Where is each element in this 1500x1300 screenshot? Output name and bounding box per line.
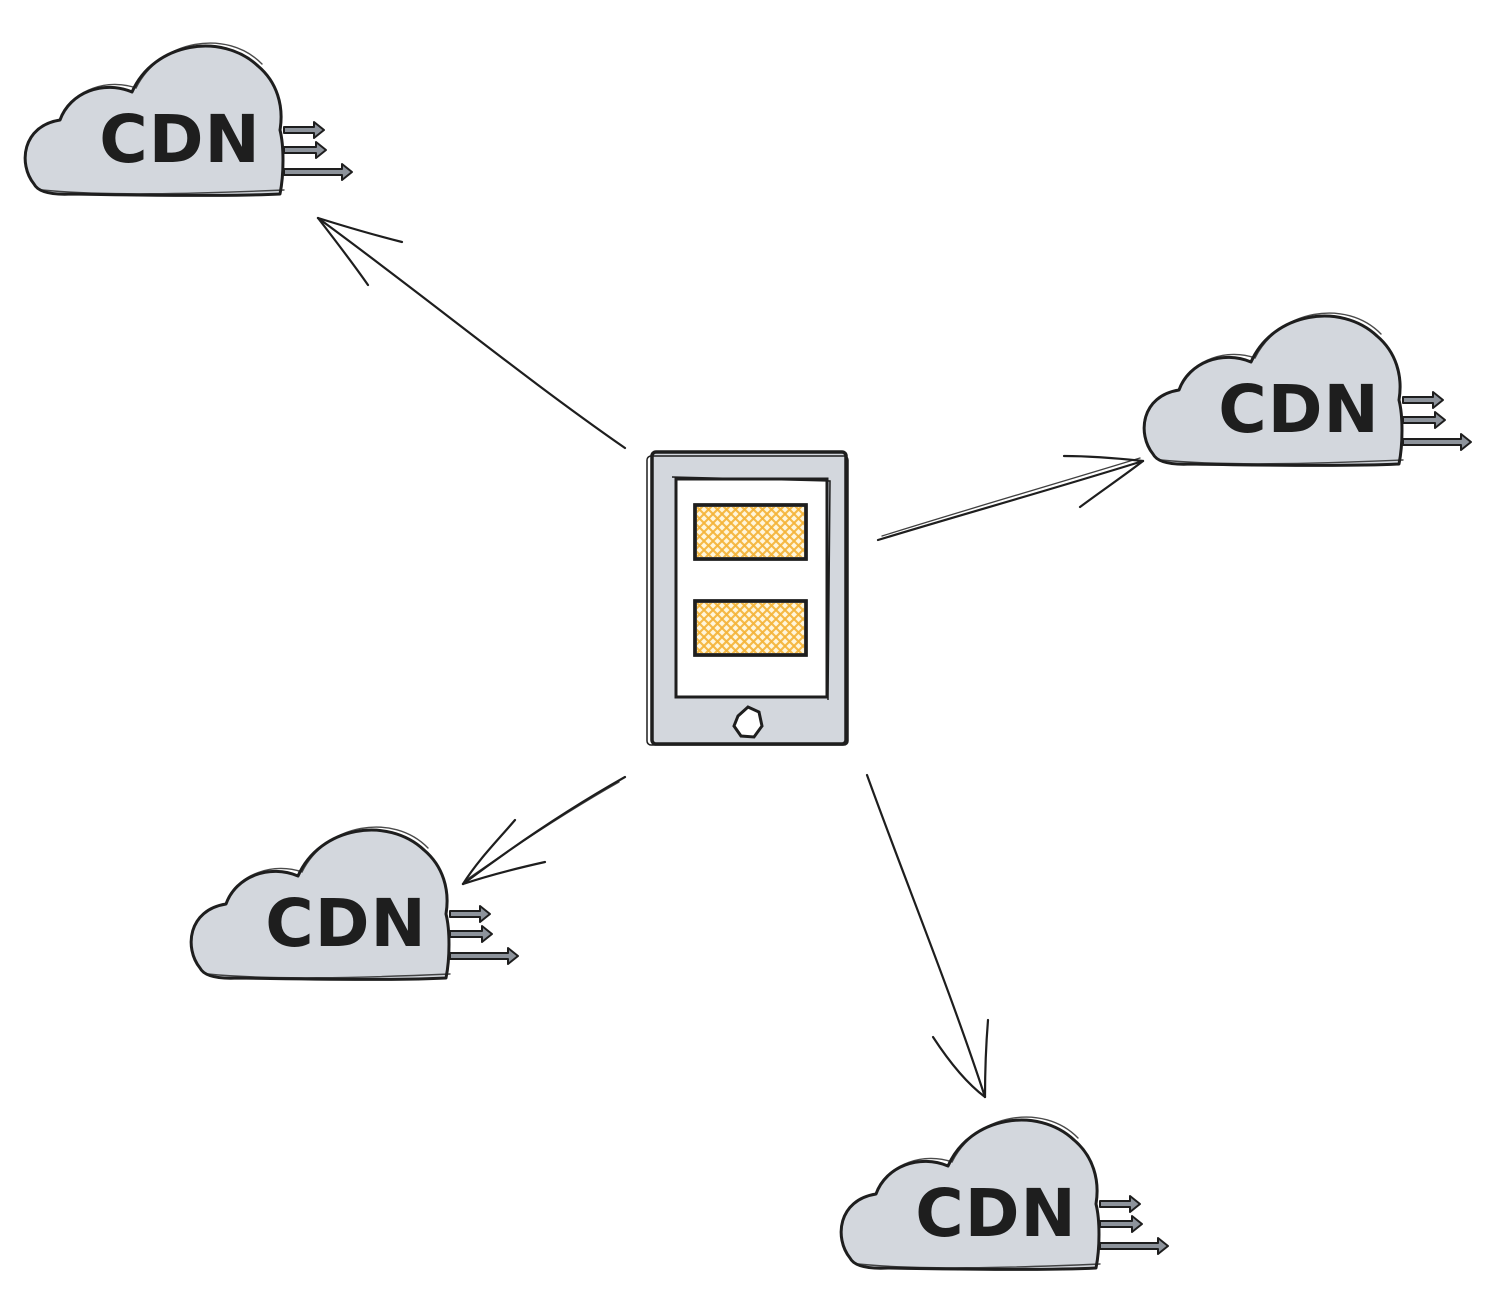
cloud-node-cdn-bottom: CDN	[839, 1116, 1169, 1271]
cdn-label: CDN	[1218, 371, 1379, 448]
arrow-device-to-cdn-right	[876, 454, 1145, 542]
cdn-label: CDN	[915, 1175, 1076, 1252]
cloud-icon	[23, 42, 353, 197]
cloud-icon	[839, 1116, 1169, 1271]
cloud-node-cdn-top-left: CDN	[23, 42, 353, 197]
data-flow-arrows-icon	[449, 905, 519, 965]
arrow-device-to-cdn-top-left	[316, 216, 627, 450]
tablet-screen-block-2	[693, 599, 808, 657]
cdn-label: CDN	[265, 885, 426, 962]
cloud-icon	[1142, 312, 1472, 467]
cdn-label: CDN	[99, 101, 260, 178]
data-flow-arrows-icon	[283, 121, 353, 181]
data-flow-arrows-icon	[1402, 391, 1472, 451]
tablet-icon	[646, 450, 849, 746]
home-button-icon	[732, 705, 764, 739]
data-flow-arrows-icon	[1099, 1195, 1169, 1255]
cloud-node-cdn-bottom-left: CDN	[189, 826, 519, 981]
tablet-screen-block-1	[693, 503, 808, 561]
arrow-device-to-cdn-bottom	[865, 773, 990, 1099]
cloud-node-cdn-right: CDN	[1142, 312, 1472, 467]
cloud-icon	[189, 826, 519, 981]
arrow-device-to-cdn-bottom-left	[461, 775, 627, 886]
